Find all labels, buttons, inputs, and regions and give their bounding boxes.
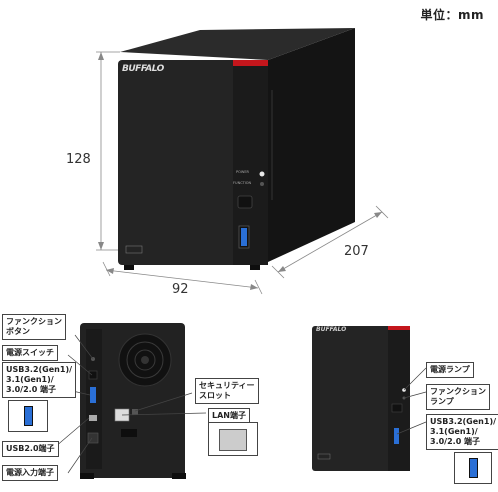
depth-line — [277, 211, 383, 273]
function-label: FUNCTION — [233, 181, 252, 185]
usb-port-front — [241, 228, 247, 246]
depth-dimension: 207 — [344, 244, 369, 259]
lan-port-icon — [219, 429, 247, 451]
usb-icon — [469, 458, 478, 478]
power-switch-callout: 電源スイッチ — [2, 345, 58, 361]
nas-front-small-illustration — [312, 326, 427, 471]
nas-top-face — [120, 28, 355, 60]
usb-port-detail-back — [8, 400, 48, 432]
function-lamp-callout: ファンクション ランプ — [426, 384, 490, 410]
nas-front-face — [118, 60, 268, 265]
power-input-callout: 電源入力端子 — [2, 465, 58, 481]
width-dimension: 92 — [172, 282, 189, 297]
usb32-front-callout: USB3.2(Gen1)/ 3.1(Gen1)/ 3.0/2.0 端子 — [426, 414, 498, 450]
security-slot-callout: セキュリティー スロット — [195, 378, 259, 404]
accent-stripe — [233, 60, 268, 66]
height-dimension: 128 — [66, 152, 91, 167]
nas-main-illustration — [96, 28, 389, 295]
power-lamp-callout: 電源ランプ — [426, 362, 474, 378]
nas-side-face — [268, 28, 355, 262]
function-button-callout: ファンクション ボタン — [2, 314, 66, 340]
usb-port-detail-front — [454, 452, 492, 484]
width-line — [105, 269, 259, 289]
usb-icon — [24, 406, 33, 426]
power-led — [259, 171, 265, 177]
function-button — [237, 195, 253, 209]
function-led — [260, 182, 264, 186]
brand-logo: BUFFALO — [122, 64, 164, 74]
brand-logo-small: BUFFALO — [316, 326, 347, 333]
nas-back-illustration — [54, 323, 207, 479]
usb32-back-callout: USB3.2(Gen1)/ 3.1(Gen1)/ 3.0/2.0 端子 — [2, 362, 77, 398]
lan-port-detail — [208, 422, 258, 456]
power-label: POWER — [236, 170, 249, 174]
usb20-callout: USB2.0端子 — [2, 441, 59, 457]
unit-label: 単位：mm — [420, 8, 484, 22]
